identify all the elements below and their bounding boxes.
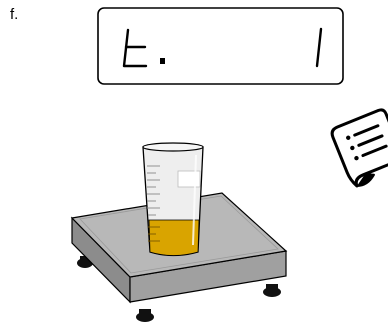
glass-label	[178, 171, 200, 187]
scale-foot-stem	[139, 309, 151, 317]
scale-display: t. 1	[98, 8, 343, 84]
printed-receipt-icon	[330, 108, 388, 188]
scale-foot-stem	[266, 284, 278, 292]
glass-liquid	[149, 220, 199, 256]
measuring-glass-icon	[143, 143, 203, 256]
glass-rim	[143, 143, 203, 151]
